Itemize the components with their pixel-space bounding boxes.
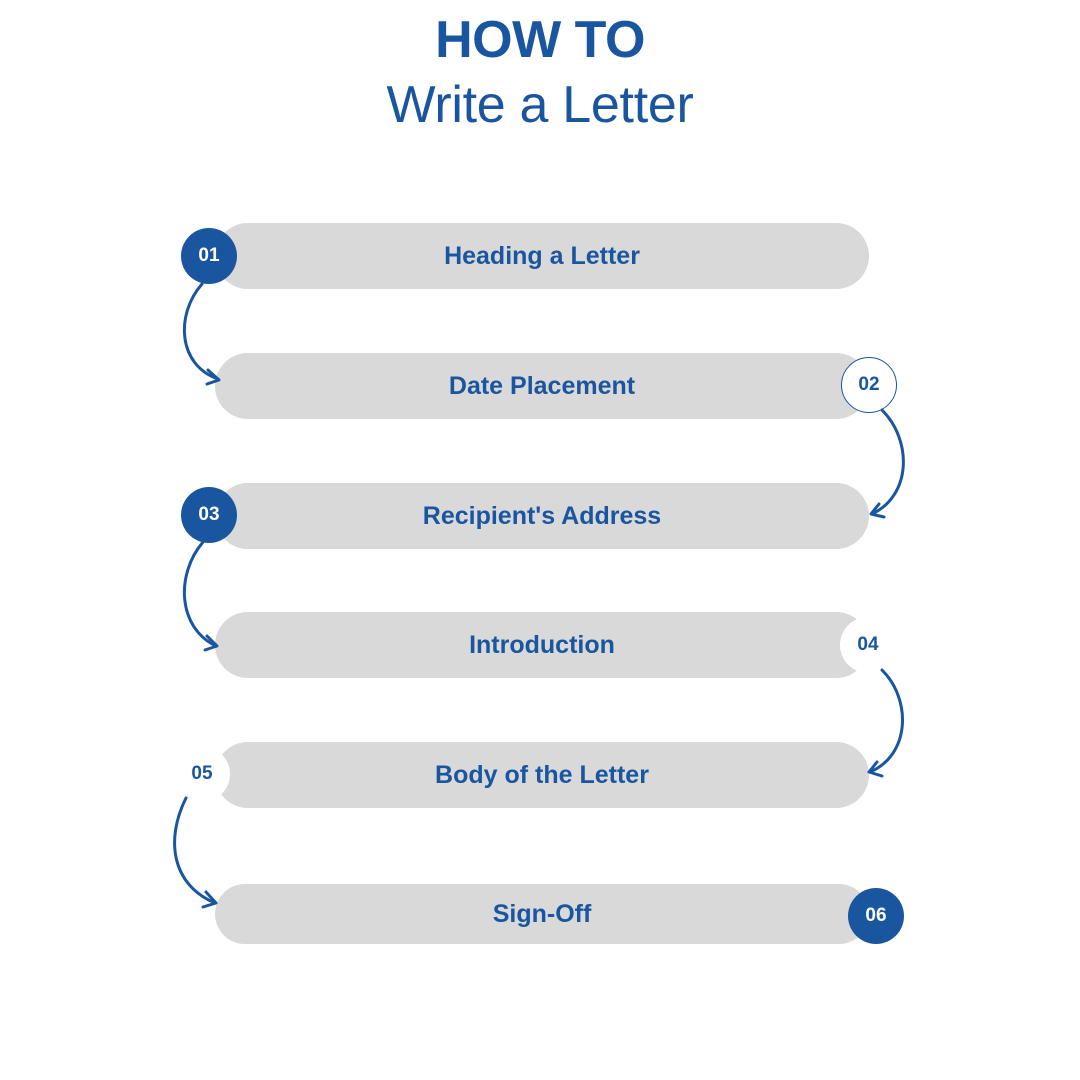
arrowhead-step-4-to-5 [867,760,884,778]
step-1-label: Heading a Letter [444,241,640,270]
step-3-pill: Recipient's Address [215,483,869,549]
arrow-step-4-to-5 [868,668,904,774]
step-6-number-badge: 06 [848,888,904,944]
step-4-label: Introduction [469,630,615,659]
step-1-pill: Heading a Letter [215,223,869,289]
step-4-number-badge: 04 [840,617,896,673]
step-2-pill: Date Placement [215,353,869,419]
step-2-label: Date Placement [448,371,636,400]
arrow-step-1-to-2 [182,282,220,381]
arrowhead-step-5-to-6 [201,890,218,909]
title-block: HOW TO Write a Letter [0,8,1080,138]
step-5-number-badge: 05 [174,746,230,802]
step-6-label: Sign-Off [492,899,592,928]
title-how-to: HOW TO [435,11,645,69]
step-5-pill: Body of the Letter [215,742,869,808]
step-3-number-badge: 03 [181,487,237,543]
step-1-number-badge: 01 [181,228,237,284]
step-4-pill: Introduction [215,612,869,678]
arrow-step-3-to-4 [182,540,218,648]
arrow-step-5-to-6 [173,796,217,905]
step-5-label: Body of the Letter [435,760,649,789]
step-3-label: Recipient's Address [422,501,662,530]
step-6-pill: Sign-Off [215,884,869,944]
step-2-number-badge: 02 [841,357,897,413]
arrow-step-2-to-3 [870,408,905,516]
title-subject: Write a Letter [386,76,694,134]
arrowhead-step-2-to-3 [869,502,886,519]
